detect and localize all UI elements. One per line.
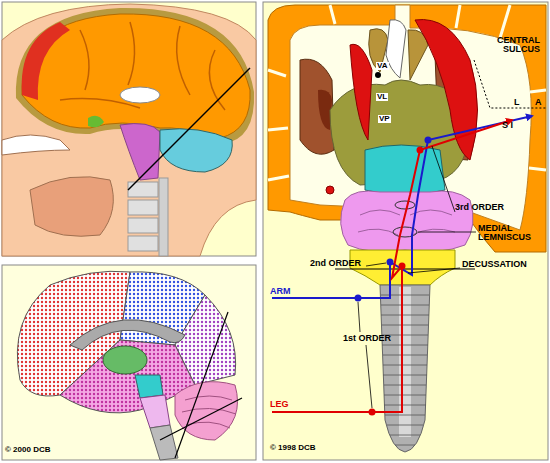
head-skin (2, 4, 256, 256)
panel-frame (2, 2, 256, 256)
thalamus (103, 346, 147, 374)
lemniscus-outline (395, 201, 415, 209)
section-line (175, 312, 228, 458)
pathway-label: DECUSSATION (462, 260, 527, 269)
medulla (150, 425, 178, 460)
nucleus-label: VA (376, 62, 389, 70)
folia-lines (182, 396, 236, 428)
vertebra (128, 200, 158, 215)
area-label: A (535, 98, 542, 107)
tongue (30, 177, 113, 237)
cord-center (399, 287, 411, 437)
vertebra (128, 218, 158, 233)
pathway-label: 3rd ORDER (455, 203, 504, 212)
copyright-note: © 2000 DCB (5, 446, 50, 454)
vertebra (128, 236, 158, 251)
neuron-body (369, 409, 376, 416)
spinal-canal (159, 178, 168, 256)
nasal-cavity (2, 135, 70, 155)
nucleus-label: VL (376, 93, 388, 101)
structure-label: MEDIAL LEMNISCUS (478, 224, 544, 243)
ventricle (120, 87, 160, 103)
area-label: S I (502, 121, 513, 130)
gyri-lines (60, 22, 225, 110)
neuron-body (399, 263, 406, 270)
neuron-body (425, 137, 432, 144)
central-sulcus-mark (474, 60, 546, 108)
panel-frame (2, 265, 256, 460)
midbrain (135, 375, 163, 398)
nucleus-dot (375, 72, 381, 78)
cerebrum (22, 14, 250, 138)
nucleus-label: VP (378, 115, 391, 123)
leader-lines (358, 146, 476, 408)
frontal-strip (22, 22, 70, 100)
nucleus-dot (326, 186, 334, 194)
limb-label: LEG (270, 400, 289, 409)
neuron-body (417, 147, 424, 154)
neuron-body (355, 295, 362, 302)
neuron-body (387, 259, 394, 266)
structure-label: CENTRAL SULCUS (478, 36, 540, 55)
limb-label: ARM (270, 287, 291, 296)
segment-lines (381, 295, 429, 445)
vertebra (128, 182, 158, 197)
internal-capsule (350, 44, 372, 140)
pons (140, 395, 170, 428)
pituitary (88, 116, 104, 128)
section-line (160, 398, 242, 440)
internal-capsule (415, 20, 478, 161)
pons (341, 191, 473, 252)
cortex (268, 5, 546, 252)
brainstem (120, 124, 160, 180)
cerebellum (160, 129, 232, 172)
area-label: L (514, 98, 520, 107)
spinal-cord (380, 285, 430, 452)
pathway-label: 2nd ORDER (310, 259, 361, 268)
pons-lobes (358, 210, 455, 235)
putamen (300, 59, 334, 154)
corpus-callosum (70, 320, 185, 350)
section-line (128, 68, 250, 190)
ventricle (386, 20, 406, 78)
copyright-note: © 1998 DCB (270, 444, 315, 452)
caudate (369, 29, 388, 72)
midbrain (365, 145, 445, 195)
pathway-label: 1st ORDER (343, 334, 391, 343)
panel-frame (263, 2, 548, 460)
